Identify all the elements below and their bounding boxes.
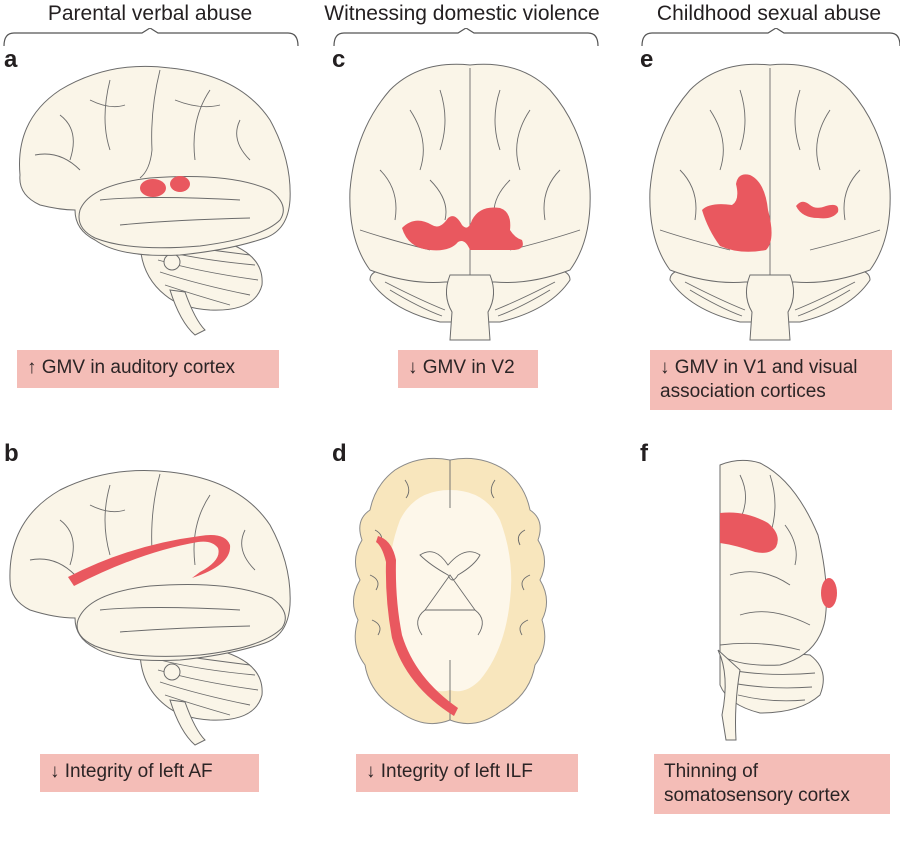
caption-f: Thinning of somatosensory cortex: [654, 754, 890, 814]
caption-d: ↓ Integrity of left ILF: [356, 754, 578, 792]
brain-posterior-e: [649, 63, 891, 341]
caption-e-line1: ↓ GMV in V1 and visual: [660, 357, 858, 378]
caption-e-line2: association cortices: [660, 381, 826, 402]
brainstem: [446, 274, 494, 341]
ventricles: [417, 551, 483, 636]
panel-letter-a: a: [4, 46, 18, 73]
group-title-childhood-sexual-abuse: Childhood sexual abuse: [656, 2, 882, 25]
caption-e: ↓ GMV in V1 and visual association corti…: [650, 350, 892, 410]
panel-letter-e: e: [640, 46, 654, 73]
bracket-group-2: [333, 28, 599, 47]
brain-posterior-c: [349, 63, 591, 341]
group-title-parental-verbal-abuse: Parental verbal abuse: [47, 2, 253, 25]
brain-lateral-b: [9, 470, 291, 746]
caption-a: ↑ GMV in auditory cortex: [17, 350, 279, 388]
hemisphere: [719, 459, 827, 666]
highlight-v2: [402, 207, 523, 251]
group-title-witnessing-domestic-violence: Witnessing domestic violence: [324, 2, 600, 25]
temporal-lobe: [78, 176, 284, 249]
brainstem: [169, 289, 206, 336]
bracket-group-1: [3, 28, 299, 47]
brainstem: [717, 649, 741, 741]
highlight-somatosensory-cortex: [720, 512, 778, 553]
panel-letter-c: c: [332, 46, 346, 73]
highlight-auditory-cortex: [140, 176, 190, 197]
highlight-visual-association: [796, 201, 839, 219]
caption-c: ↓ GMV in V2: [398, 350, 538, 388]
temporal-lobe: [76, 584, 286, 657]
panel-letter-d: d: [332, 440, 347, 467]
panel-letter-f: f: [640, 440, 648, 467]
brainstem: [169, 699, 206, 746]
highlight-somatosensory-lateral: [821, 578, 837, 608]
caption-f-line2: somatosensory cortex: [664, 785, 850, 806]
highlight-arcuate-fasciculus: [68, 535, 231, 586]
highlight-ilf: [376, 536, 458, 716]
panel-letter-b: b: [4, 440, 19, 467]
caption-f-line1: Thinning of: [664, 761, 759, 782]
brain-axial-d: [353, 457, 547, 725]
highlight-v1: [702, 174, 772, 252]
brain-lateral-a: [19, 65, 291, 336]
bracket-group-3: [641, 28, 900, 47]
brain-half-f: [717, 459, 837, 741]
brainstem: [746, 274, 794, 341]
caption-b: ↓ Integrity of left AF: [40, 754, 259, 792]
